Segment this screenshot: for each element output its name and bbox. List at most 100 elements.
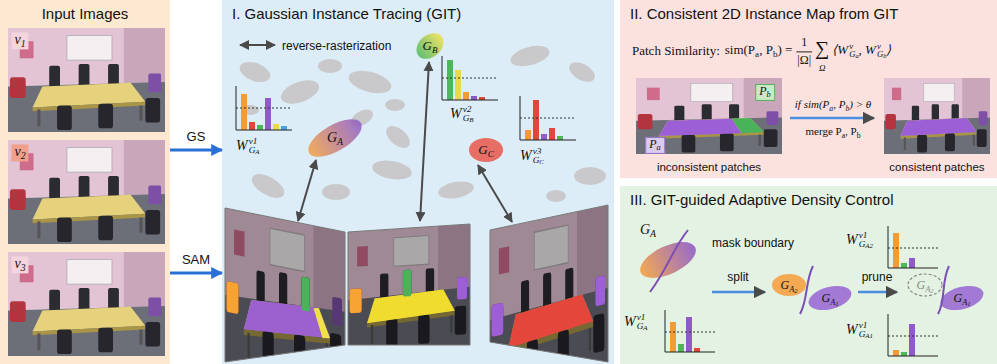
arrow-label: reverse-rasterization: [282, 40, 391, 54]
text-run: A: [925, 285, 930, 294]
text-run: ) =: [777, 42, 792, 57]
text-run: B: [469, 116, 473, 123]
axis: [888, 268, 938, 269]
text-run: , W: [859, 42, 876, 57]
weight-label: Wν3GC: [520, 146, 544, 166]
text-run: W: [624, 314, 636, 329]
text-run: G: [859, 329, 866, 339]
label-holder: mask boundary: [712, 233, 794, 251]
bar-chart: [665, 310, 715, 352]
condition-label: merge Pa, Pb: [805, 125, 860, 140]
text-run: A2: [865, 242, 873, 249]
mask: [508, 292, 593, 348]
label-holder: if sim(Pa, Pb) > θ: [795, 94, 871, 113]
formula-text: ∑: [815, 37, 829, 60]
label-holder: Wν1GA1: [846, 320, 873, 341]
text-run: ν: [849, 42, 858, 51]
bar: [257, 125, 263, 130]
gaussian-a1: [938, 282, 986, 315]
mask: [403, 270, 411, 297]
mask-boundary: [938, 266, 949, 314]
gaussian-a: [635, 235, 701, 286]
axis: [520, 96, 521, 140]
label-holder: ∑: [815, 37, 829, 60]
text-run: W: [520, 148, 532, 163]
gaussian-label: GA2: [780, 279, 797, 294]
split-arrow: [712, 291, 765, 294]
label-holder: |Ω|: [797, 50, 811, 68]
label-holder: GA: [640, 220, 656, 239]
text-run: b: [773, 49, 778, 59]
text-run: b: [857, 131, 861, 140]
label-holder: ⟨WνGa, WνGb⟩: [832, 40, 891, 60]
text-run: G: [877, 49, 883, 59]
bar: [686, 317, 692, 352]
prune-arrow: [858, 291, 897, 294]
caption-label: inconsistent patches: [657, 161, 761, 174]
text-run: , P: [845, 125, 857, 137]
text-run: a: [657, 143, 661, 152]
text-run: 3: [21, 262, 26, 273]
text-run: Patch Similarity:: [632, 43, 720, 58]
gaussian-a1: [806, 282, 854, 315]
weight-label: Wν1GA1: [846, 320, 873, 340]
axis: [665, 352, 715, 353]
gaussian: [566, 58, 598, 86]
patch-label: Pa: [645, 137, 665, 154]
double-arrow: [420, 62, 429, 221]
text-run: C: [539, 158, 544, 165]
text-run: GC: [533, 156, 544, 167]
mask: [595, 275, 605, 306]
label-holder: GA1: [821, 288, 838, 307]
label-holder: inconsistent patches: [657, 157, 761, 175]
text-run: ) > θ: [849, 98, 871, 110]
gaussian-label: GA2: [916, 279, 933, 294]
gaussian: [248, 169, 288, 203]
gaussian: [371, 158, 414, 183]
patch-label: Pb: [755, 84, 775, 101]
mask-boundary: [800, 266, 813, 314]
threshold: [520, 118, 576, 119]
text-run: ⟨W: [832, 42, 848, 57]
segmented-view: [348, 224, 470, 353]
text-run: b: [767, 90, 771, 99]
shade: [225, 208, 345, 364]
text-run: A: [962, 298, 967, 307]
label-holder: Pb: [755, 81, 775, 101]
label-holder: Wν1GA2: [846, 230, 873, 251]
gaussian-b: [411, 28, 448, 64]
panel: III. GIT-guided Adaptive Density Control: [620, 186, 997, 364]
mask: [350, 288, 362, 313]
formula-text: ⟨WνGa, WνGb⟩: [832, 42, 891, 61]
annotation-label: mask boundary: [712, 237, 794, 251]
bar: [249, 122, 255, 130]
text-run: G: [478, 142, 487, 157]
text-run: A: [650, 228, 656, 239]
bar: [471, 96, 477, 100]
gaussian: [318, 59, 342, 73]
panel-title: I. Gaussian Instance Tracing (GIT): [232, 5, 461, 23]
gaussian-label: GA: [640, 222, 656, 239]
script-stack: ν2GB: [463, 104, 474, 124]
text-run: inconsistent patches: [657, 161, 761, 173]
bar: [265, 98, 271, 130]
text-run: B: [432, 45, 438, 55]
text-run: W: [846, 232, 858, 247]
text-run: if sim(P: [795, 98, 830, 110]
text-run: prune: [862, 270, 893, 284]
gaussian: [546, 190, 566, 202]
text-run: W: [450, 106, 462, 121]
instance-map: [884, 78, 990, 154]
bar: [557, 136, 563, 140]
view-frame: [490, 205, 608, 362]
text-run: 2: [930, 287, 933, 294]
bar-chart: [236, 86, 292, 130]
text-run: W: [236, 138, 248, 153]
mask: [302, 277, 310, 312]
text-run: a: [755, 49, 759, 59]
text-run: C: [488, 149, 494, 159]
text-run: ν1: [859, 230, 873, 239]
text-run: A1: [865, 332, 873, 339]
